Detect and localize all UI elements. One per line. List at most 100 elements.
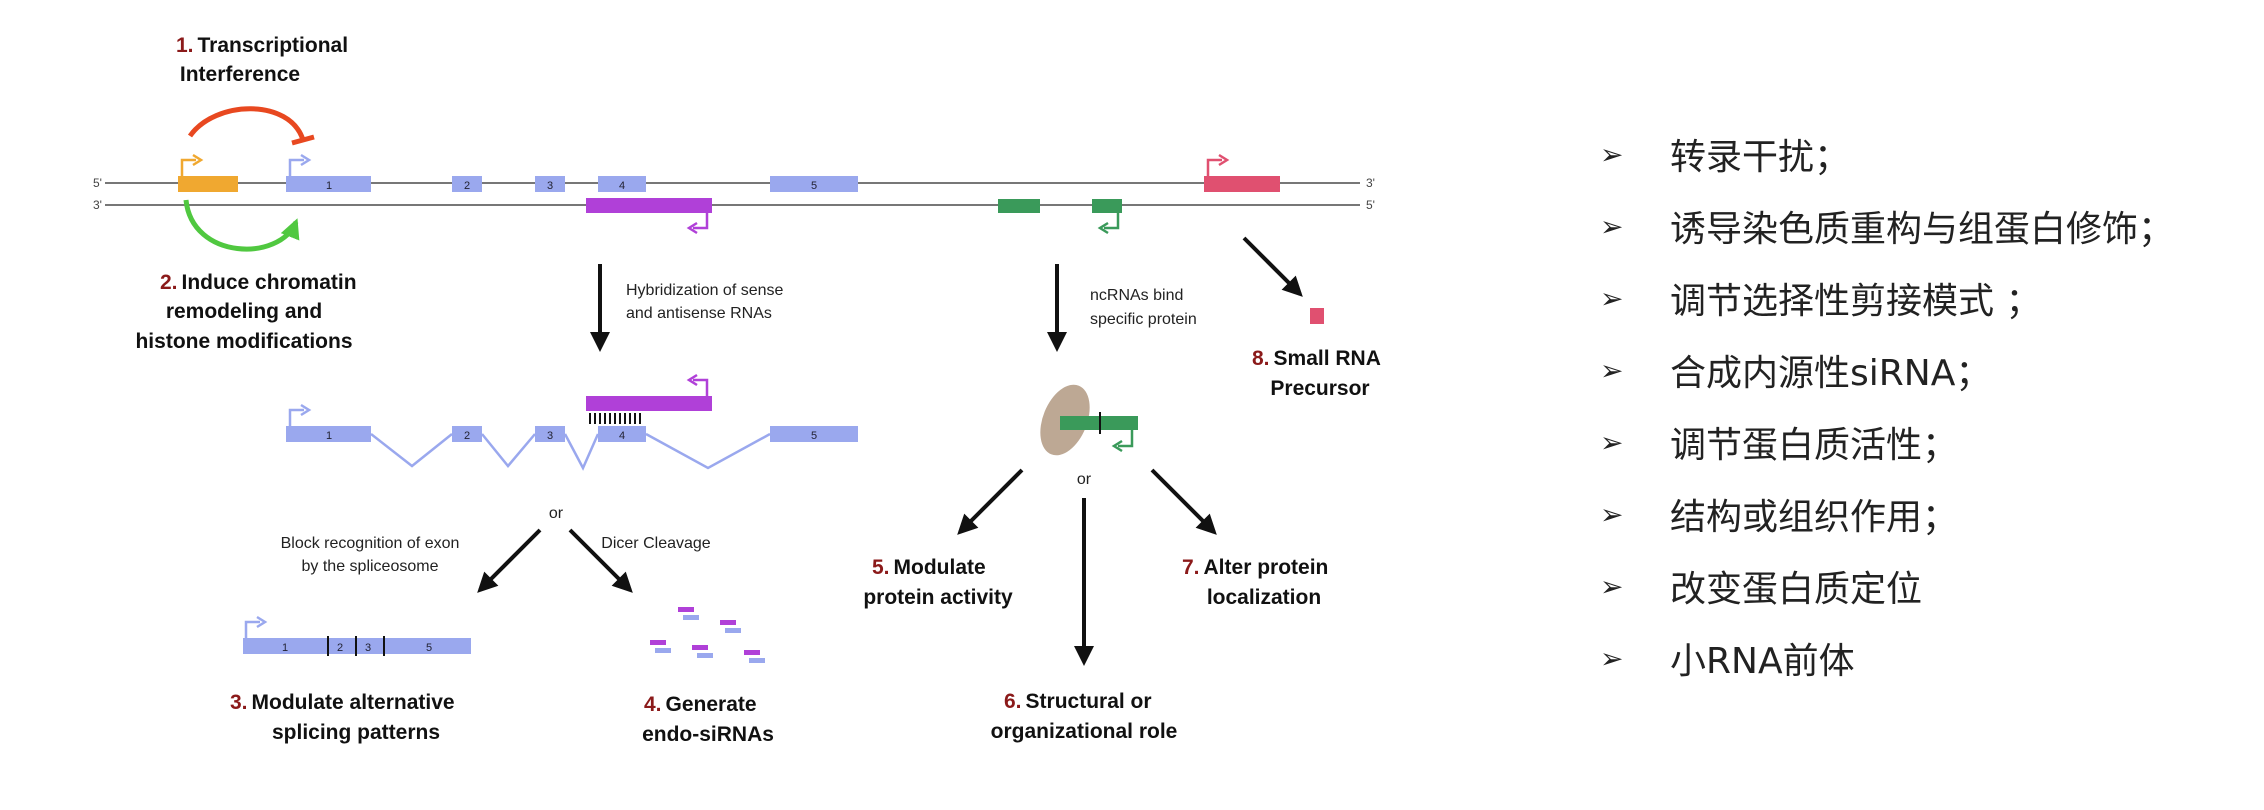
summary-item-text: 调节选择性剪接模式 ； [1670,281,2042,322]
spliced-exon-2 [452,426,482,442]
function-1-line1: Transcriptional [198,34,349,57]
summary-item: ➢ 调节蛋白质活性； [1600,406,2240,478]
function-4-number: 4. [644,693,662,716]
modulate-activity-arrow [957,468,1024,535]
strand-label-top-left: 5' [93,176,102,190]
summary-item-text: 结构或组织作用； [1670,497,1959,538]
function-2-number: 2. [160,271,178,294]
small-rna-product [1310,308,1324,324]
arrow-bullet-icon: ➢ [1600,281,1624,315]
base-pairing-ticks [589,413,641,424]
ncrna-tss-arrow-icon [1104,213,1120,230]
function-3-line2: splicing patterns [272,721,440,744]
block-recognition-arrow [477,528,542,593]
function-1-number: 1. [176,34,194,57]
hybridized-transcript: 1 2 3 4 5 [286,373,858,471]
block-recognition-caption-line2: by the spliceosome [302,558,439,575]
alternatively-spliced-mrna: 1 2 3 5 [243,615,471,656]
ncrna-green-2 [1092,199,1122,213]
summary-item-text: 诱导染色质重构与组蛋白修饰； [1670,209,2175,250]
function-1-title: 1.Transcriptional [176,34,348,57]
function-5-line1: Modulate [894,556,986,579]
summary-item-text: 转录干扰； [1670,137,1851,178]
function-1-line2: Interference [180,63,300,86]
mrna-exon-2-label: 2 [337,642,343,654]
arrow-bullet-icon: ➢ [1600,569,1624,603]
function-2-line3: histone modifications [135,330,352,353]
function-3-number: 3. [230,691,248,714]
dicer-cleavage-arrow [568,528,633,593]
arrow-bullet-icon: ➢ [1600,425,1624,459]
strand-label-top-right: 3' [1366,176,1375,190]
function-8-title: 8.Small RNA [1252,347,1381,370]
gene-exons: 1 2 3 4 5 [286,176,858,192]
mrna-exon-1-label: 1 [282,642,288,654]
summary-item: ➢ 合成内源性siRNA； [1600,334,2240,406]
arrow-bullet-icon: ➢ [1600,209,1624,243]
hybridization-caption-line1: Hybridization of sense [626,282,784,299]
alter-localization-arrow [1150,468,1217,535]
mrna-exon-3-label: 3 [365,642,371,654]
block-recognition-caption-line1: Block recognition of exon [281,535,460,552]
function-5-number: 5. [872,556,890,579]
hybridization-caption-line2: and antisense RNAs [626,305,772,322]
exon-5-label: 5 [811,180,817,192]
spliced-exon-1-label: 1 [326,430,332,442]
upstream-tss-arrow-icon [180,158,196,176]
arrow-bullet-icon: ➢ [1600,353,1624,387]
summary-item-text: 调节蛋白质活性； [1670,425,1959,466]
upstream-ncrna-block [178,176,238,192]
lncrna-function-diagram: 5' 3' 3' 5' 1 2 3 4 5 1.Transcriptional … [93,34,1381,746]
function-7-number: 7. [1182,556,1200,579]
exon-4-label: 4 [619,180,625,192]
function-8-number: 8. [1252,347,1270,370]
function-2-line2: remodeling and [166,300,322,323]
exon-3-label: 3 [547,180,553,192]
arrow-bullet-icon: ➢ [1600,641,1624,675]
function-2-line1: Induce chromatin [182,271,357,294]
exon-3 [535,176,565,192]
function-7-line2: localization [1207,586,1321,609]
gene-tss-arrow-icon [288,158,304,176]
function-2-title: 2.Induce chromatin [160,271,357,294]
small-rna-precursor-block [1204,176,1280,192]
summary-item: ➢ 小RNA前体 [1600,622,2240,694]
exon-1-label: 1 [326,180,332,192]
antisense-tss-arrow-icon [693,213,709,230]
summary-item-text: 小RNA前体 [1670,641,1855,682]
or-splice-caption: or [549,505,564,522]
function-8-line1: Small RNA [1274,347,1381,370]
spliced-exon-1 [286,426,371,442]
summary-item: ➢ 调节选择性剪接模式 ； [1600,262,2240,334]
interference-arrow-icon [187,106,306,141]
function-6-title: 6.Structural or [1004,690,1152,713]
function-3-line1: Modulate alternative [252,691,455,714]
exon-2-label: 2 [464,180,470,192]
exon-2 [452,176,482,192]
exon-1 [286,176,371,192]
spliced-exon-3 [535,426,565,442]
spliced-exon-4-label: 4 [619,430,625,442]
mrna-exon-5-label: 5 [426,642,432,654]
spliced-exon-5 [770,426,858,442]
summary-item: ➢改变蛋白质定位 [1600,550,2240,622]
or-protein-caption: or [1077,471,1092,488]
function-8-line2: Precursor [1270,377,1369,400]
arrow-bullet-icon: ➢ [1600,137,1624,171]
strand-label-bottom-right: 5' [1366,198,1375,212]
function-3-title: 3.Modulate alternative [230,691,455,714]
ncrna-caption-line1: ncRNAs bind [1090,287,1183,304]
summary-item-text: 合成内源性siRNA； [1670,353,1992,394]
spliced-exon-2-label: 2 [464,430,470,442]
function-7-line1: Alter protein [1204,556,1329,579]
bound-antisense-transcript [586,396,712,411]
dicer-cleavage-caption: Dicer Cleavage [601,535,710,552]
summary-item: ➢ 转录干扰； [1600,118,2240,190]
spliced-exon-3-label: 3 [547,430,553,442]
function-6-line2: organizational role [991,720,1178,743]
function-4-title: 4.Generate [644,693,757,716]
precursor-tss-arrow-icon [1206,158,1222,176]
ncrna-protein-complex [1040,384,1138,456]
chromatin-remodeling-arrow-icon [183,199,300,252]
function-7-title: 7.Alter protein [1182,556,1328,579]
